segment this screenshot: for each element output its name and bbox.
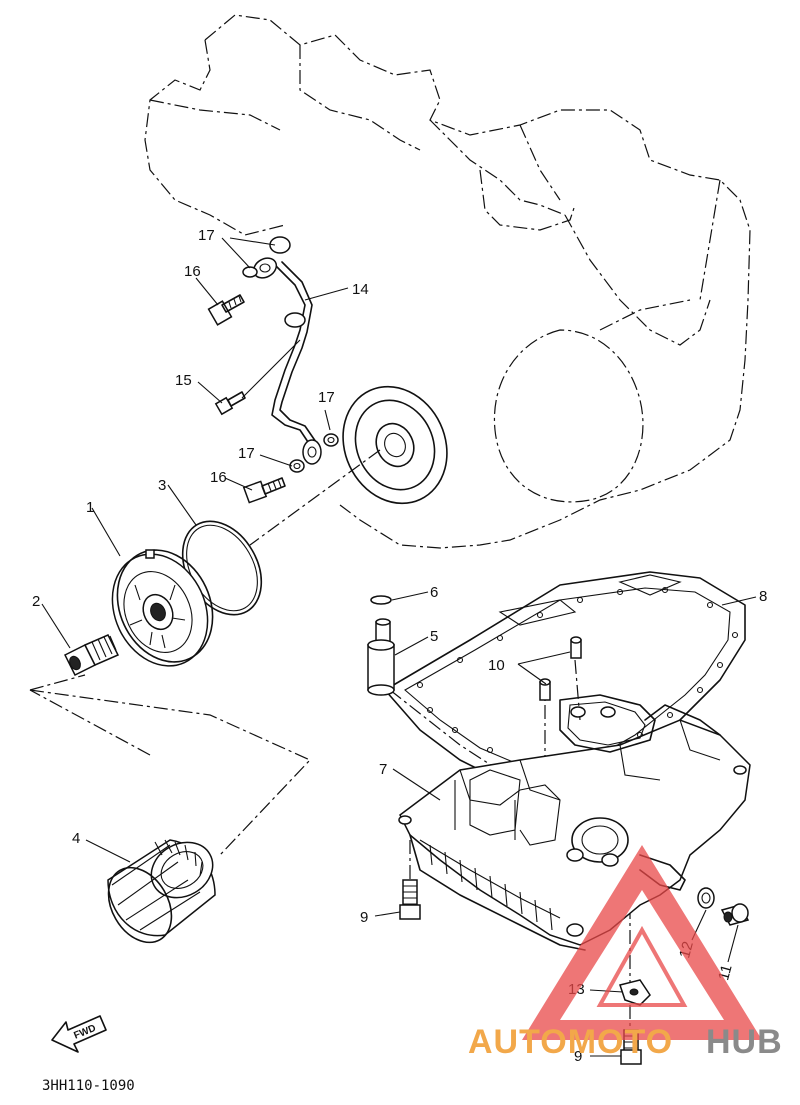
union-bolt-lower (242, 477, 286, 504)
callout-9-left: 9 (360, 909, 368, 926)
diagram-code: 3HH110-1090 (42, 1078, 135, 1094)
callout-6: 6 (430, 584, 438, 601)
oil-filter-base (111, 549, 214, 667)
watermark-text-automoto: AUTOMOTO (468, 1023, 673, 1061)
callout-10: 10 (488, 657, 505, 674)
callout-2: 2 (32, 593, 40, 610)
forward-direction-arrow: FWD (51, 1015, 107, 1053)
callout-4: 4 (72, 830, 80, 847)
callout-15: 15 (175, 372, 192, 389)
dowel-pins (539, 636, 582, 701)
callout-7: 7 (379, 761, 387, 778)
automotohub-watermark: AUTOMOTO HUB (468, 845, 783, 1061)
drain-gasket (697, 887, 715, 909)
watermark-text-hub: HUB (706, 1023, 783, 1061)
callout-14: 14 (352, 281, 369, 298)
watermark-triangle-logo (522, 845, 762, 1040)
callout-1: 1 (86, 499, 94, 516)
union-bolt-upper (207, 294, 245, 326)
callout-8: 8 (759, 588, 767, 605)
relief-valve (367, 618, 395, 696)
filter-union-bolt (63, 634, 120, 677)
callout-17-lower: 17 (238, 445, 255, 462)
pan-bolt-left (399, 879, 421, 920)
drain-bolt (720, 903, 750, 926)
callout-17-top: 17 (198, 227, 215, 244)
filter-mount-boss (342, 385, 448, 505)
oil-delivery-pipe (252, 236, 322, 465)
relief-valve-o-ring (370, 595, 392, 605)
callout-17-right: 17 (318, 389, 335, 406)
pan-bracket (619, 979, 651, 1006)
assembly-axis-lines (29, 449, 631, 1030)
copper-washers (242, 266, 339, 473)
callout-16-lower: 16 (210, 469, 227, 486)
engine-block-outline (144, 14, 751, 549)
callout-3: 3 (158, 477, 166, 494)
callout-16-upper: 16 (184, 263, 201, 280)
callout-5: 5 (430, 628, 438, 645)
oil-pan (398, 694, 751, 951)
pipe-bolt (214, 391, 246, 416)
oil-filter-cartridge (107, 839, 216, 944)
callout-9-bottom: 9 (574, 1048, 582, 1065)
callout-leaders (41, 237, 757, 1057)
